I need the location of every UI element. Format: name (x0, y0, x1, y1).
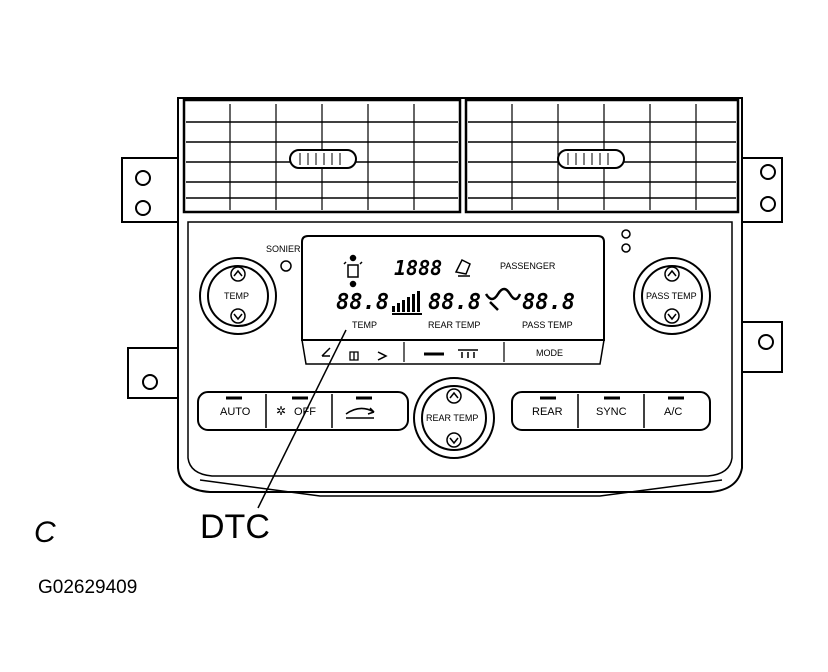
center-knob-label: REAR TEMP (426, 413, 479, 423)
pass-temp-caption: PASS TEMP (522, 320, 573, 330)
right-lower-bracket (742, 321, 783, 373)
rear-temp-knob-outer[interactable] (413, 377, 495, 459)
pass-temp-up-icon[interactable] (664, 266, 680, 282)
driver-temp-readout: 88.8 (336, 290, 389, 315)
clock-display: 1888 (394, 256, 442, 281)
pass-temp-knob-inner (641, 265, 703, 327)
vent-left-adjuster-ribs (299, 153, 341, 165)
bell-icon (454, 258, 471, 277)
figure-id: G02629409 (38, 577, 138, 598)
seat-person-icon (343, 254, 363, 288)
pass-temp-down-icon[interactable] (664, 308, 680, 324)
vent-right-adjuster-ribs (567, 153, 609, 165)
passenger-label: PASSENGER (500, 261, 556, 271)
vent-left (182, 98, 462, 214)
dtc-leader-line (257, 329, 347, 509)
outer-housing (177, 97, 743, 493)
right-lower-hole (758, 334, 774, 350)
left-bracket-hole-top (135, 170, 151, 186)
mode-label: MODE (536, 348, 563, 358)
fan-speed-bars-icon (392, 291, 422, 315)
chevron-down-icon (667, 313, 677, 321)
right-mount-bracket (742, 157, 783, 223)
left-lower-bracket (127, 347, 178, 399)
dtc-callout-label: DTC (200, 508, 270, 546)
right-button-strip (511, 391, 711, 431)
inner-face (187, 221, 733, 477)
left-bracket-hole-bottom (135, 200, 151, 216)
left-mount-bracket (121, 157, 178, 223)
housing-bottom-lip (199, 479, 723, 497)
rear-button[interactable]: REAR (532, 406, 563, 418)
rear-temp-knob-inner (421, 385, 487, 451)
windshield-defrost-icon (458, 349, 478, 358)
chevron-up-icon (449, 391, 459, 399)
chevron-up-icon (667, 269, 677, 277)
sonier-sensor (280, 260, 292, 272)
left-knob-label: TEMP (224, 291, 250, 301)
pass-temp-knob-outer[interactable] (633, 257, 711, 335)
clock-digits: 1888 (394, 256, 443, 280)
right-knob-label: PASS TEMP (646, 291, 697, 301)
temp-knob-left-outer[interactable] (199, 257, 277, 335)
rear-temp-caption: REAR TEMP (428, 320, 481, 330)
left-lower-hole (142, 374, 158, 390)
indicator-dot-top (621, 229, 631, 239)
chevron-down-icon (449, 437, 459, 445)
fan-icon (349, 351, 359, 361)
temp-down-icon-left[interactable] (230, 308, 246, 324)
chevron-down-icon (233, 313, 243, 321)
airflow-wave-icon (484, 287, 522, 311)
indicator-dot-bottom (621, 243, 631, 253)
temp-up-icon-left[interactable] (230, 266, 246, 282)
sonier-label: SONIER (266, 244, 301, 254)
chevron-up-icon (233, 269, 243, 277)
temp-knob-left-inner (207, 265, 269, 327)
right-bracket-hole-top (760, 164, 776, 180)
display-bezel (301, 235, 605, 341)
view-letter: C (34, 516, 56, 549)
temp-caption: TEMP (352, 320, 378, 330)
defrost-arrow-icon (377, 351, 388, 361)
auto-button[interactable]: AUTO (220, 406, 251, 418)
display-lower-strip (301, 339, 605, 365)
left-button-strip (197, 391, 409, 431)
right-bracket-hole-bottom (760, 196, 776, 212)
ac-button[interactable]: A/C (664, 406, 683, 418)
recirculation-icon (345, 407, 375, 419)
pass-temp-readout: 88.8 (522, 290, 575, 315)
off-button[interactable]: OFF (294, 406, 316, 418)
rear-temp-readout: 88.8 (428, 290, 481, 315)
fan-off-icon: ✲ (276, 404, 287, 418)
sync-button[interactable]: SYNC (596, 406, 627, 418)
vent-face-icon (321, 347, 331, 357)
rear-temp-up-icon[interactable] (446, 388, 462, 404)
rear-temp-down-icon[interactable] (446, 432, 462, 448)
vent-right (464, 98, 740, 214)
